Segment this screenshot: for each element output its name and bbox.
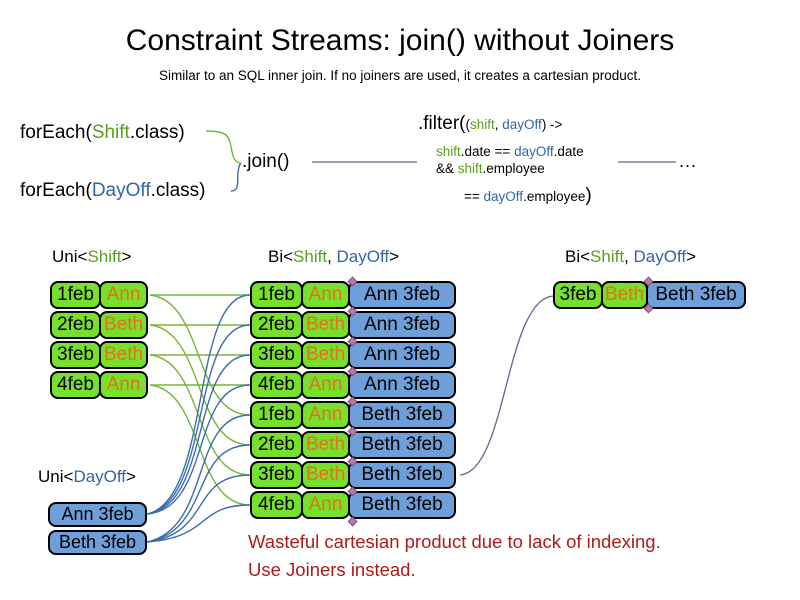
- page-title: Constraint Streams: join() without Joine…: [125, 24, 675, 57]
- uni-shift-label: Uni<Shift>: [52, 247, 132, 266]
- filter-line2-code: shift.date == dayOff.date: [436, 144, 584, 159]
- shift-date-cell: 3feb: [50, 341, 101, 369]
- dayoff-cell: Beth 3feb: [348, 431, 456, 459]
- shift-name-cell: Beth: [99, 341, 148, 369]
- shift-date-cell: 4feb: [250, 491, 303, 519]
- foreach-shift-code: forEach(Shift.class): [20, 122, 185, 143]
- dayoff-cell: Ann 3feb: [348, 281, 456, 309]
- dayoff-row: Beth 3feb: [48, 530, 147, 555]
- shift-date-cell: 2feb: [250, 431, 303, 459]
- warning-note-line1: Wasteful cartesian product due to lack o…: [248, 531, 661, 552]
- dayoff-cell: Beth 3feb: [348, 401, 456, 429]
- filter-line4-code: == dayOff.employee): [464, 185, 592, 206]
- shift-name-cell: Ann: [301, 371, 350, 399]
- join-code: .join(): [242, 151, 290, 172]
- uni-dayoff-label: Uni<DayOff>: [38, 467, 136, 486]
- bi-label-middle: Bi<Shift, DayOff>: [268, 247, 400, 266]
- filter-line3-code: && shift.employee: [436, 161, 545, 176]
- dayoff-cell: Ann 3feb: [348, 311, 456, 339]
- warning-note-line2: Use Joiners instead.: [248, 559, 416, 580]
- shift-date-cell: 3feb: [250, 461, 303, 489]
- shift-date-cell: 4feb: [50, 371, 101, 399]
- shift-name-cell: Ann: [99, 281, 148, 309]
- shift-date-cell: 1feb: [50, 281, 101, 309]
- shift-name-cell: Ann: [301, 401, 350, 429]
- dayoff-cell: Ann 3feb: [348, 371, 456, 399]
- bi-label-right: Bi<Shift, DayOff>: [565, 247, 697, 266]
- shift-name-cell: Beth: [99, 311, 148, 339]
- dayoff-cell: Beth 3feb: [646, 281, 746, 309]
- shift-name-cell: Beth: [301, 341, 350, 369]
- shift-date-cell: 3feb: [553, 281, 603, 309]
- foreach-dayoff-code: forEach(DayOff.class): [20, 180, 206, 201]
- shift-date-cell: 4feb: [250, 371, 303, 399]
- shift-date-cell: 1feb: [250, 281, 303, 309]
- match-to-result-line: [459, 295, 554, 476]
- shift-name-cell: Beth: [301, 311, 350, 339]
- dayoff-cell: Beth 3feb: [348, 491, 456, 519]
- shift-date-cell: 1feb: [250, 401, 303, 429]
- shift-name-cell: Ann: [301, 491, 350, 519]
- dayoff-row: Ann 3feb: [48, 502, 147, 527]
- filter-head-code: .filter((shift, dayOff) ->: [418, 113, 563, 134]
- dayoff-cell: Beth 3feb: [348, 461, 456, 489]
- continuation-ellipsis: ...: [679, 151, 698, 171]
- page-subtitle: Similar to an SQL inner join. If no join…: [159, 68, 641, 83]
- shift-name-cell: Ann: [301, 281, 350, 309]
- shift-name-cell: Beth: [301, 431, 350, 459]
- shift-name-cell: Beth: [601, 281, 648, 309]
- shift-date-cell: 3feb: [250, 341, 303, 369]
- shift-fan-lines: [149, 294, 251, 506]
- dayoff-cell: Ann 3feb: [348, 341, 456, 369]
- shift-to-join-bracket: [205, 130, 241, 164]
- shift-date-cell: 2feb: [250, 311, 303, 339]
- dayoff-to-join-bracket: [230, 162, 242, 192]
- dayoff-fan-lines: [146, 294, 251, 543]
- shift-name-cell: Ann: [99, 371, 148, 399]
- shift-date-cell: 2feb: [50, 311, 101, 339]
- shift-name-cell: Beth: [301, 461, 350, 489]
